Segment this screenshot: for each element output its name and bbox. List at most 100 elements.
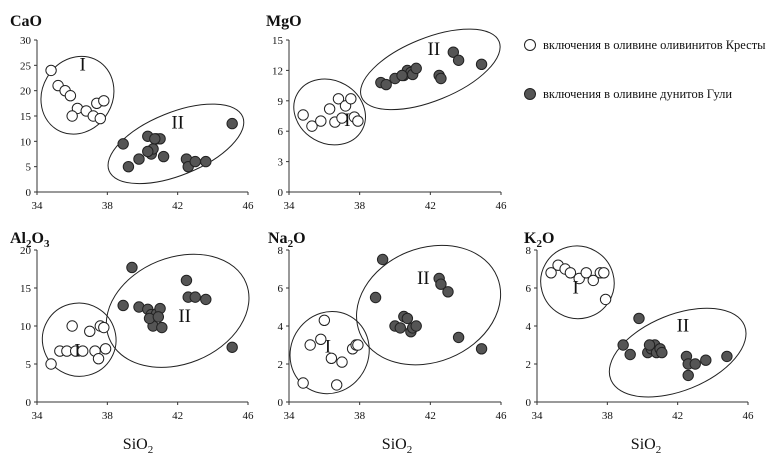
x-tick-label: 38: [354, 200, 366, 212]
point-guli: [401, 312, 414, 325]
point-krestу: [352, 339, 364, 351]
point-krestу: [304, 339, 316, 351]
point-guli: [682, 369, 694, 382]
point-guli: [624, 348, 636, 361]
point-guli: [396, 69, 408, 82]
y-tick-label: 0: [278, 187, 284, 199]
x-tick-label: 42: [172, 410, 183, 422]
point-krestу: [94, 112, 107, 125]
group-ellipse-ii: [356, 244, 502, 366]
point-krestу: [323, 103, 336, 115]
point-krestу: [306, 120, 318, 132]
point-guli: [369, 291, 382, 304]
y-tick-label: 0: [26, 187, 32, 199]
point-guli: [157, 150, 170, 163]
open-circle-marker-icon: [524, 39, 536, 51]
x-tick-label: 34: [32, 200, 44, 212]
y-tick-label: 15: [20, 283, 32, 295]
point-guli: [452, 331, 465, 344]
filled-circle-marker-icon: [524, 88, 536, 100]
point-krestу: [297, 109, 309, 121]
point-krestу: [587, 274, 599, 287]
point-krestу: [297, 377, 309, 389]
point-guli: [117, 299, 129, 312]
point-krestу: [77, 345, 89, 357]
x-tick-label: 42: [672, 410, 683, 422]
legend-label-krestу: включения в оливине оливинитов Кресты: [543, 38, 766, 52]
point-krestу: [99, 343, 112, 355]
point-guli: [156, 321, 168, 334]
x-tick-label: 46: [743, 410, 755, 422]
point-guli: [700, 354, 712, 366]
point-guli: [122, 160, 135, 173]
point-guli: [656, 346, 668, 359]
x-tick-label: 46: [496, 200, 508, 212]
point-krestу: [92, 352, 105, 365]
point-krestу: [564, 267, 577, 279]
group-label-ii: II: [178, 306, 191, 327]
x-tick-label: 46: [496, 410, 508, 422]
x-tick-label: 38: [102, 200, 114, 212]
point-krestу: [598, 267, 610, 279]
point-krestу: [331, 379, 343, 391]
group-label-i: I: [80, 54, 86, 75]
x-tick-label: 34: [532, 410, 544, 422]
point-krestу: [66, 110, 78, 122]
point-krestу: [315, 115, 327, 127]
y-tick-label: 5: [26, 162, 32, 174]
y-tick-label: 8: [278, 245, 284, 257]
y-tick-label: 3: [278, 157, 284, 169]
group-label-ii: II: [417, 268, 430, 289]
point-guli: [475, 58, 488, 71]
group-label-ii: II: [677, 316, 690, 337]
point-guli: [410, 62, 422, 75]
group-label-i: I: [344, 110, 350, 131]
y-tick-label: 15: [272, 35, 284, 47]
point-guli: [721, 350, 733, 363]
panel-title-mgo: MgO: [266, 13, 302, 30]
point-krestу: [599, 293, 612, 306]
y-tick-label: 15: [20, 111, 32, 123]
y-tick-label: 0: [26, 397, 32, 409]
x-tick-label: 38: [602, 410, 614, 422]
point-krestу: [336, 112, 348, 124]
y-tick-label: 10: [20, 136, 32, 148]
point-guli: [226, 341, 238, 353]
y-tick-label: 6: [278, 126, 284, 138]
group-label-i: I: [325, 337, 331, 358]
point-guli: [633, 312, 645, 325]
point-krestу: [64, 90, 77, 102]
group-ellipse-ii: [360, 28, 501, 111]
x-tick-label: 38: [102, 410, 114, 422]
point-krestу: [325, 352, 338, 364]
y-tick-label: 8: [526, 245, 532, 257]
point-guli: [689, 358, 701, 370]
group-ellipse-i: [41, 302, 117, 377]
point-guli: [452, 54, 465, 66]
point-guli: [435, 278, 447, 290]
x-tick-label: 42: [425, 410, 436, 422]
panel-title-na2o: Na2O: [268, 230, 306, 250]
point-guli: [442, 286, 454, 298]
x-axis-label-k2o: SiO2: [631, 436, 661, 456]
group-label-ii: II: [171, 113, 184, 134]
point-guli: [126, 261, 138, 274]
panel-title-k2o: K2O: [524, 230, 554, 250]
point-guli: [376, 253, 389, 266]
point-guli: [189, 291, 201, 303]
point-guli: [226, 117, 238, 130]
point-krestу: [336, 356, 348, 368]
point-guli: [189, 155, 201, 168]
y-tick-label: 0: [278, 397, 284, 409]
point-guli: [410, 320, 422, 332]
y-tick-label: 6: [278, 283, 284, 295]
legend-label-guli: включения в оливине дунитов Гули: [543, 87, 733, 101]
y-tick-label: 5: [26, 359, 32, 371]
x-tick-label: 46: [243, 410, 255, 422]
point-guli: [200, 293, 212, 306]
